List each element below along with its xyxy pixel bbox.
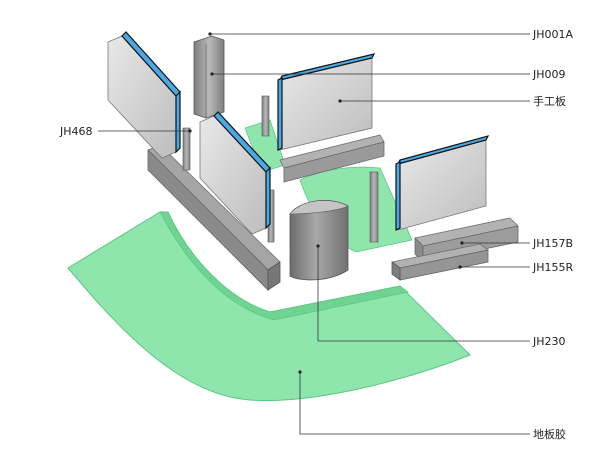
panel-center [199,111,271,235]
label-jh468: JH468 [59,125,93,138]
base-rail-left [147,144,281,291]
panel-top-left [107,31,181,159]
label-jh009: JH009 [532,68,566,81]
label-floor-glue: 地板胶 [533,427,566,441]
base-rail-jh155r [391,243,489,281]
post-jh001a [193,35,225,119]
leader-lines [98,32,530,435]
curved-panel-jh230 [289,200,349,281]
label-jh155r: JH155R [532,261,574,274]
panel-right [395,135,490,231]
label-jh230: JH230 [532,335,566,348]
label-jh001a: JH001A [532,28,574,41]
base-rail-middle [279,134,385,183]
label-handboard: 手工板 [533,94,566,108]
panel-handboard [277,53,376,151]
label-jh157b: JH157B [532,237,573,250]
